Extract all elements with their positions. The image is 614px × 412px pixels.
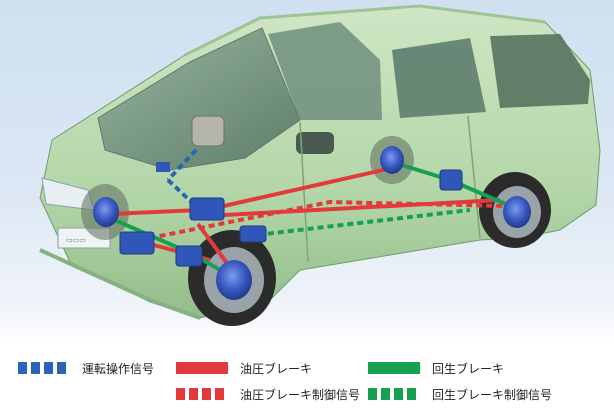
pedal-sensor xyxy=(156,162,170,172)
center-unit xyxy=(239,225,267,243)
driver-signal-line-2 xyxy=(166,178,202,212)
rear-motor-unit xyxy=(439,169,463,191)
driver-signal-line xyxy=(166,148,198,182)
legend-label: 油圧ブレーキ制御信号 xyxy=(240,387,361,402)
legend-item-hydraulic-brake: 油圧ブレーキ xyxy=(176,360,312,376)
front-right-brake-disc xyxy=(216,260,252,300)
rear-side-window xyxy=(490,34,590,108)
legend-label: 回生ブレーキ制御信号 xyxy=(432,387,553,402)
legend-item-regenerative-brake: 回生ブレーキ xyxy=(368,360,504,376)
legend-item-regenerative-control-signal: 回生ブレーキ制御信号 xyxy=(368,386,552,402)
legend-label: 油圧ブレーキ xyxy=(240,361,313,376)
legend-item-hydraulic-control-signal: 油圧ブレーキ制御信号 xyxy=(176,386,360,402)
door-seam-front xyxy=(299,121,309,263)
door-seam-rear xyxy=(467,115,481,239)
plate-emblem: ▭▭▭ xyxy=(66,236,86,244)
regenerative-control-signal xyxy=(247,208,471,238)
legend-swatch-red-dashed xyxy=(176,388,228,400)
legend-swatch-red-solid xyxy=(176,362,228,374)
side-mirror xyxy=(296,132,334,154)
legend-label: 運転操作信号 xyxy=(82,361,155,376)
legend-item-driver-signal: 運転操作信号 xyxy=(18,360,154,376)
rear-right-brake-disc xyxy=(503,196,531,228)
roof-line xyxy=(184,4,546,57)
windshield xyxy=(97,27,301,171)
front-left-brake-disc xyxy=(93,197,119,227)
rear-left-brake-disc xyxy=(380,146,404,174)
legend-swatch-blue-dashed xyxy=(18,362,70,374)
steering-unit xyxy=(191,115,225,147)
car-brake-system-illustration: ▭▭▭ xyxy=(39,4,601,326)
middle-side-window xyxy=(392,38,486,118)
motor-inverter xyxy=(175,245,203,267)
front-side-window xyxy=(268,22,382,120)
hydraulic-control-signal xyxy=(139,199,506,242)
legend: 運転操作信号 油圧ブレーキ 回生ブレーキ 油圧ブレーキ制御信号 回生ブレーキ制御… xyxy=(0,350,614,412)
legend-swatch-green-solid xyxy=(368,362,420,374)
front-bumper xyxy=(39,248,201,320)
legend-label: 回生ブレーキ xyxy=(432,361,505,376)
legend-swatch-green-dashed xyxy=(368,388,420,400)
hydraulic-actuator xyxy=(119,231,155,255)
brake-ecu xyxy=(189,197,225,221)
